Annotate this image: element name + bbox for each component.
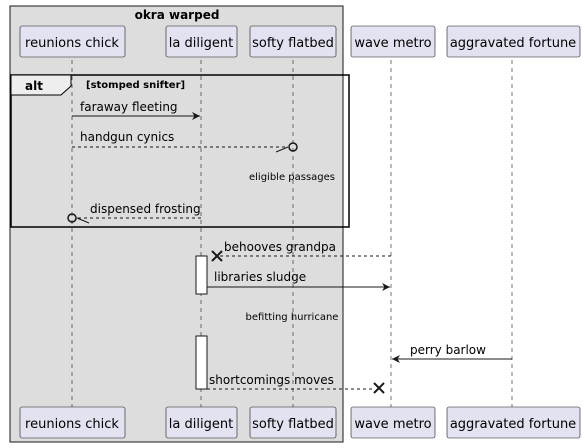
group-title: okra warped — [135, 8, 220, 22]
delay-label: eligible passages — [249, 172, 335, 183]
svg-text:wave metro: wave metro — [354, 36, 431, 51]
svg-text:aggravated fortune: aggravated fortune — [450, 417, 576, 432]
alt-fragment-tab — [10, 74, 72, 96]
participant-softy-flatbed: softy flatbed — [249, 25, 337, 58]
participant-reunions-chick-footer: reunions chick — [19, 406, 126, 439]
svg-text:softy flatbed: softy flatbed — [252, 417, 334, 432]
message-label: behooves grandpa — [224, 240, 336, 254]
activation-bar — [195, 255, 208, 295]
message-label: perry barlow — [410, 343, 486, 357]
svg-text:wave metro: wave metro — [354, 417, 431, 432]
svg-text:aggravated fortune: aggravated fortune — [450, 36, 576, 51]
participant-la-diligent: la diligent — [165, 25, 238, 58]
svg-text:la diligent: la diligent — [169, 36, 233, 51]
participant-wave-metro: wave metro — [350, 25, 436, 58]
message-label: libraries sludge — [214, 270, 306, 284]
message-label: shortcomings moves — [209, 373, 334, 387]
svg-text:softy flatbed: softy flatbed — [252, 36, 334, 51]
participant-wave-metro-footer: wave metro — [350, 406, 436, 439]
delay-label: befitting hurricane — [246, 312, 339, 323]
message-label: dispensed frosting — [90, 202, 201, 216]
participant-reunions-chick: reunions chick — [19, 25, 126, 58]
participant-la-diligent-footer: la diligent — [165, 406, 238, 439]
alt-guard: [stomped snifter] — [86, 80, 185, 91]
svg-text:reunions chick: reunions chick — [25, 417, 119, 432]
message-circle-head — [288, 142, 298, 152]
svg-text:la diligent: la diligent — [169, 417, 233, 432]
message-circle-head — [67, 213, 77, 223]
message-cross-head — [211, 250, 223, 262]
message-arrowhead — [76, 217, 90, 224]
message-arrowhead — [275, 146, 289, 153]
alt-fragment — [10, 74, 350, 228]
alt-keyword: alt — [25, 79, 43, 93]
message-label: faraway fleeting — [80, 100, 178, 114]
svg-text:reunions chick: reunions chick — [25, 36, 119, 51]
participant-aggravated-fortune: aggravated fortune — [446, 25, 581, 58]
participant-aggravated-fortune-footer: aggravated fortune — [446, 406, 581, 439]
activation-bar — [195, 335, 208, 390]
message-cross-head — [373, 382, 385, 394]
participant-softy-flatbed-footer: softy flatbed — [249, 406, 337, 439]
message-label: handgun cynics — [80, 130, 174, 144]
